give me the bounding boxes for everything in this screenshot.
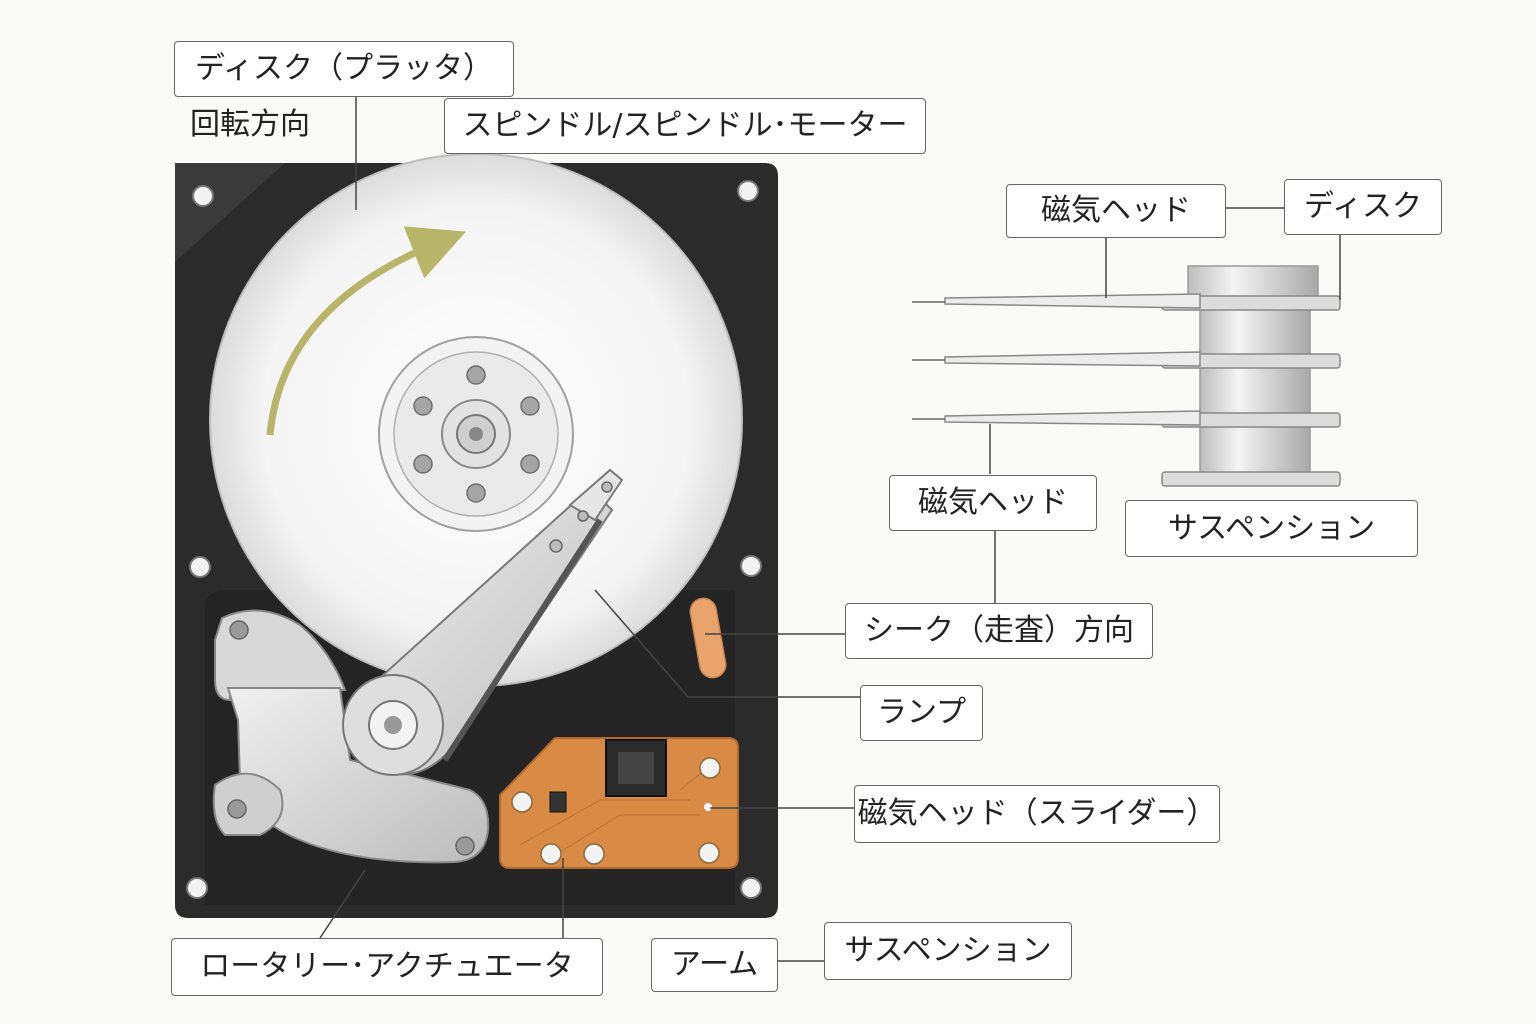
label-spindle-motor: スピンドル/スピンドル･モーター [444, 98, 926, 154]
mounting-screws [186, 180, 762, 899]
label-suspension-side: サスペンション [1125, 500, 1418, 557]
label-rotation-direction: 回転方向 [190, 107, 310, 142]
actuator-arm [342, 468, 624, 776]
actuator-bracket [212, 609, 490, 864]
label-head-top: 磁気ヘッド [1006, 184, 1226, 238]
label-arm: アーム [651, 938, 778, 992]
label-disk-side: ディスク [1284, 179, 1442, 235]
label-rotary-actuator: ロータリー･アクチュエータ [171, 938, 603, 996]
label-seek-direction: シーク（走査）方向 [845, 603, 1153, 659]
pcb [499, 737, 739, 869]
platter [209, 153, 743, 687]
rotation-arrow [266, 226, 467, 436]
leader-lines [319, 96, 1341, 962]
label-disk-platter: ディスク（プラッタ） [174, 41, 514, 97]
spindle-cylinder [1199, 299, 1311, 479]
label-head-bottom: 磁気ヘッド [889, 475, 1097, 531]
ramp [689, 597, 727, 679]
label-ramp: ランプ [860, 685, 983, 741]
label-suspension-bottom: サスペンション [824, 922, 1072, 980]
side-view [912, 265, 1341, 487]
label-head-slider: 磁気ヘッド（スライダー） [854, 785, 1220, 843]
